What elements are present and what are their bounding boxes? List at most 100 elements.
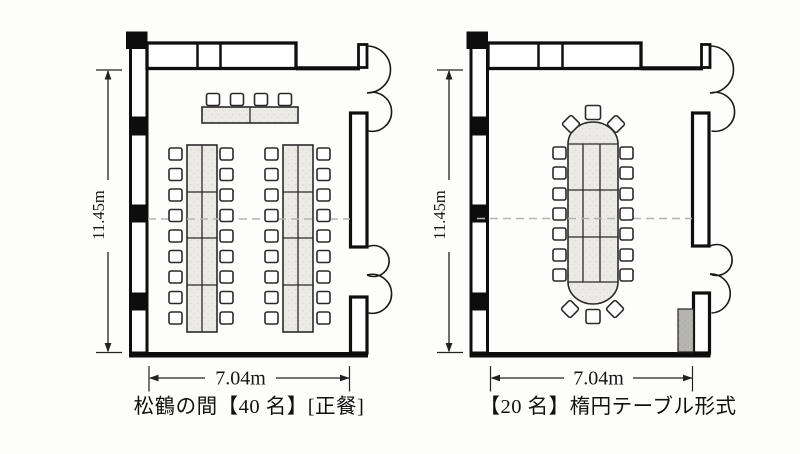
left-plan-furniture — [186, 106, 314, 333]
chair — [168, 249, 183, 264]
east-wall-segment — [348, 111, 369, 249]
chair — [219, 270, 234, 284]
height-dimension-label: 11.45m — [89, 190, 108, 240]
chair — [219, 188, 234, 202]
door-swing — [709, 91, 736, 133]
chair — [264, 208, 279, 223]
chair — [619, 248, 634, 262]
chair — [316, 208, 331, 223]
chair — [168, 290, 183, 305]
arrow-right — [340, 374, 350, 382]
chair — [316, 290, 331, 305]
width-dimension-label: 7.04m — [573, 368, 624, 390]
chair — [264, 147, 279, 161]
chair — [316, 270, 331, 284]
right-plan-walls — [466, 31, 712, 358]
chair — [552, 248, 567, 262]
width-dimension-label: 7.04m — [215, 368, 266, 390]
chair — [205, 92, 221, 107]
pillar — [129, 292, 148, 311]
chair — [552, 268, 567, 282]
chair — [606, 114, 626, 134]
height-dimension-label: 11.45m — [430, 190, 449, 240]
chair — [168, 188, 183, 202]
east-wall-segment — [690, 111, 711, 248]
right-plan-width-dimension: 7.04m — [489, 366, 694, 392]
door-swing — [366, 273, 393, 315]
arrow-left — [490, 374, 500, 382]
chair — [619, 207, 634, 221]
arrow-right — [683, 374, 693, 382]
chair — [168, 147, 183, 161]
right-plan-caption: 【20 名】楕円テーブル形式 — [480, 394, 737, 418]
east-wall-segment — [348, 295, 369, 355]
arrow-up — [445, 70, 453, 80]
chair — [552, 166, 567, 180]
chair — [552, 146, 567, 160]
left-plan-width-dimension: 7.04m — [148, 366, 351, 392]
arrow-down — [445, 343, 453, 353]
chair — [219, 249, 234, 264]
pillar — [469, 204, 488, 223]
arrow-up — [104, 70, 112, 80]
pillar — [129, 204, 148, 223]
chair — [264, 270, 279, 284]
chair — [168, 311, 183, 325]
right-plan-furniture — [567, 121, 695, 353]
arrow-down — [104, 343, 112, 353]
chair — [552, 207, 567, 221]
south-wall — [469, 352, 711, 358]
chair — [219, 290, 234, 305]
left-plan-caption: 松鶴の間【40 名】[正餐] — [134, 395, 365, 418]
door-swing — [709, 243, 733, 277]
pillar — [129, 116, 148, 136]
pillar — [469, 116, 488, 136]
service-stand — [677, 308, 695, 353]
chair — [605, 299, 625, 319]
right-plan-height-dimension: 11.45m — [430, 69, 463, 354]
chair — [316, 249, 331, 264]
floor-plan-left: 11.45m 7.04m 松鶴の間【40 名】[正餐] — [89, 31, 393, 418]
chair — [560, 299, 580, 319]
chair — [264, 188, 279, 202]
chair — [316, 188, 331, 202]
corner-pillar — [466, 31, 488, 49]
left-plan-height-dimension: 11.45m — [89, 69, 122, 354]
chair — [219, 311, 234, 325]
south-wall — [129, 352, 368, 358]
north-wall-band — [486, 41, 643, 71]
chair — [619, 268, 634, 282]
chair — [264, 167, 279, 182]
chair — [316, 147, 331, 161]
chair — [316, 311, 331, 325]
door-swing — [709, 45, 735, 94]
chair — [619, 166, 634, 180]
oval-table — [567, 121, 619, 305]
door-jamb — [357, 43, 369, 69]
chair — [264, 229, 279, 243]
chair — [584, 104, 602, 121]
corner-pillar — [126, 31, 148, 49]
door-swing — [366, 91, 393, 133]
chair — [619, 146, 634, 160]
chair — [552, 187, 567, 201]
chair — [552, 227, 567, 241]
chair — [619, 227, 634, 241]
pillar — [469, 292, 488, 311]
chair — [585, 308, 601, 325]
chair — [253, 92, 269, 107]
chair — [316, 229, 331, 243]
door-swing — [366, 45, 392, 94]
chair — [219, 208, 234, 223]
left-plan-walls — [126, 31, 369, 358]
left-plan-doors — [366, 45, 393, 315]
chair — [219, 147, 234, 161]
floor-plan-right: 11.45m 7.04m 【20 名】楕円テーブル形式 — [430, 31, 737, 418]
chair — [264, 290, 279, 305]
door-swing — [709, 273, 732, 314]
chair — [168, 208, 183, 223]
chair — [168, 229, 183, 243]
chair — [264, 249, 279, 264]
chair — [168, 270, 183, 284]
